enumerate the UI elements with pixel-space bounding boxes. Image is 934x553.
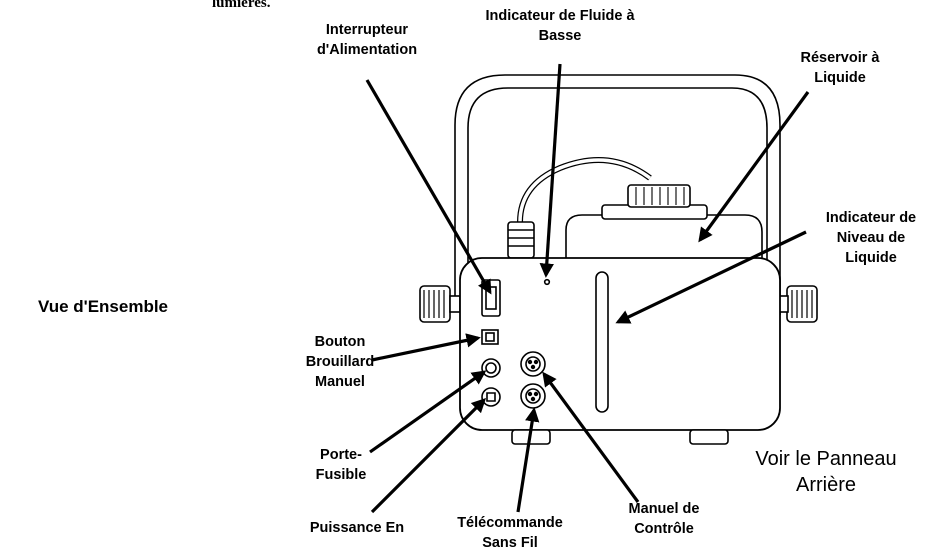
view-caption: Voir le Panneau Arrière: [755, 448, 897, 496]
main-housing: [459, 257, 781, 431]
arrow-power-in: [370, 397, 487, 514]
label-fluid-tank: Réservoir à Liquide: [800, 50, 880, 86]
label-fluid-level-indicator: Indicateur de Niveau de Liquide: [825, 210, 917, 266]
arrow-manual-control: [542, 371, 640, 503]
tube-fitting: [507, 221, 535, 259]
arrow-low-fluid: [539, 63, 562, 278]
label-power-switch: Interrupteur d'Alimentation: [316, 22, 418, 58]
fluid-level-window: [595, 271, 609, 413]
foot-right: [689, 429, 729, 445]
arrow-fuse-holder: [369, 370, 487, 454]
label-wireless-remote: Télécommande Sans Fil: [457, 515, 563, 551]
section-title: Vue d'Ensemble: [38, 297, 169, 316]
arrow-wireless-remote: [516, 407, 540, 513]
arrow-power-switch: [365, 79, 492, 295]
bracket-inner: [467, 87, 768, 315]
cut-text: lumières.: [212, 0, 271, 11]
power-in-socket: [481, 387, 501, 407]
label-manual-fog-button: Bouton Brouillard Manuel: [305, 334, 375, 390]
arrow-manual-fog: [371, 333, 481, 362]
arrow-fluid-level: [615, 230, 807, 324]
label-low-fluid-indicator: Indicateur de Fluide à Basse: [485, 8, 635, 44]
low-fluid-led: [543, 278, 551, 286]
fuse-holder: [481, 358, 501, 378]
bracket: [454, 74, 781, 315]
manual-fog-button: [481, 329, 499, 345]
fluid-tank: [565, 214, 763, 258]
label-power-in: Puissance En: [309, 520, 405, 536]
label-manual-control: Manuel de Contrôle: [628, 501, 700, 537]
label-fuse-holder: Porte- Fusible: [315, 447, 367, 483]
wireless-remote-connector: [520, 383, 546, 409]
manual-control-connector: [520, 351, 546, 377]
arrow-fluid-tank: [698, 91, 810, 243]
